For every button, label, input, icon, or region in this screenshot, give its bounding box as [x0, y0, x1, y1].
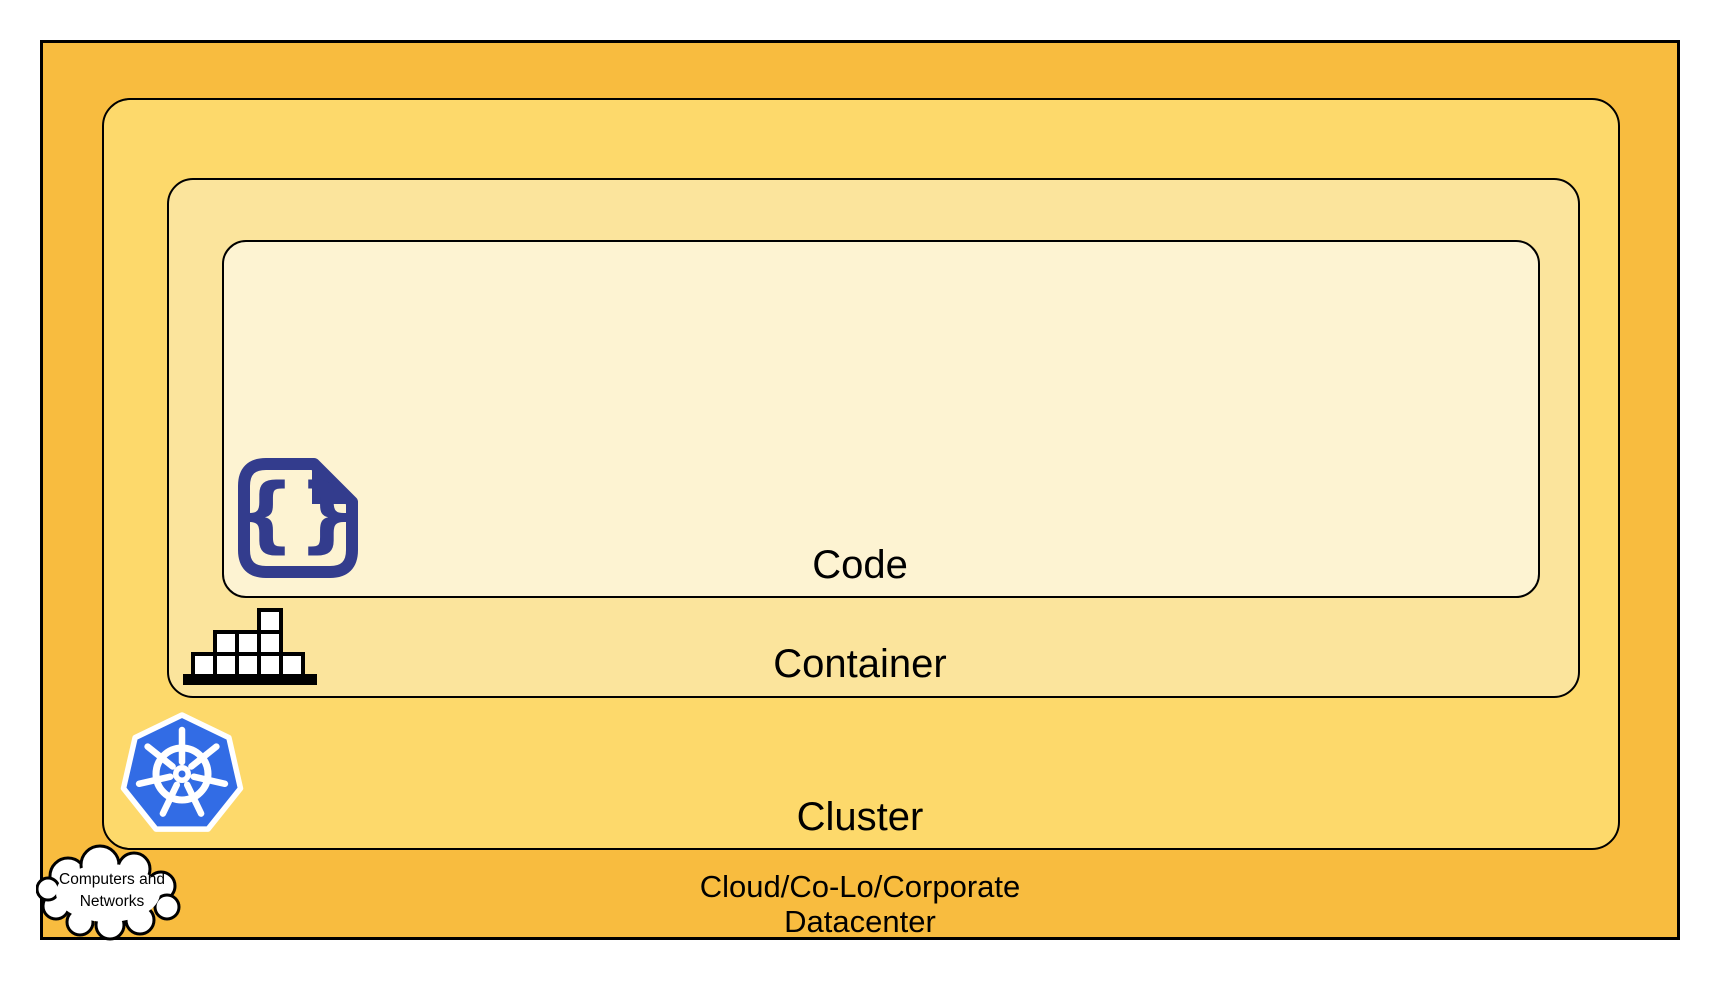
container-blocks-icon [183, 608, 317, 685]
base-bar [183, 674, 317, 685]
helm-wheel [135, 726, 229, 817]
datacenter-label-line1: Cloud/Co-Lo/Corporate [699, 869, 1021, 904]
cluster-label: Cluster [796, 795, 924, 839]
cloud-bubble-text: Computers and Networks [41, 869, 183, 913]
cloud-body [56, 864, 160, 922]
block-stack [191, 608, 305, 678]
code-label: Code [812, 543, 908, 587]
cloud-bubble-line2: Networks [79, 893, 145, 910]
wheel-hub-center [178, 770, 186, 778]
code-file-icon: {} [237, 458, 360, 578]
datacenter-label-line2: Datacenter [784, 904, 936, 939]
container-label: Container [773, 642, 947, 686]
datacenter-label: Cloud/Co-Lo/Corporate Datacenter [0, 869, 1720, 939]
document-outline [238, 458, 358, 578]
braces-glyph: {} [237, 467, 360, 562]
computers-networks-cloud-icon [36, 844, 181, 941]
folded-corner [312, 462, 354, 504]
cloud-bubble-line1: Computers and [59, 871, 165, 888]
layer-code [222, 240, 1540, 598]
kubernetes-helm-icon [120, 712, 244, 832]
